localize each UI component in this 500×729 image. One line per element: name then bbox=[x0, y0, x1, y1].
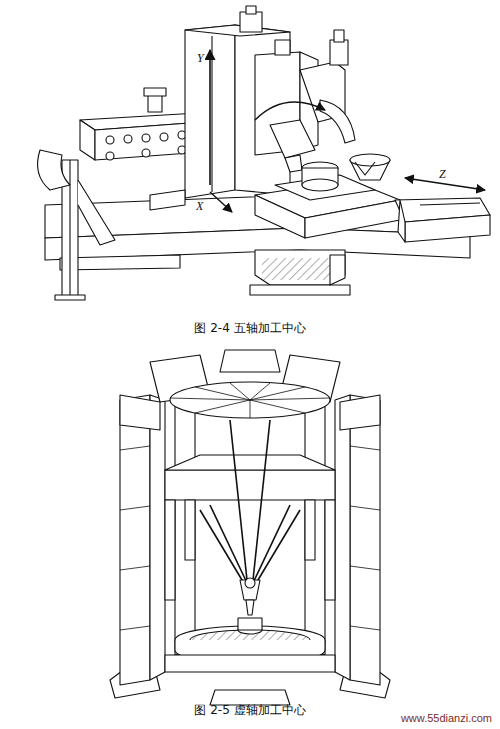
watermark: www.55dianzi.com bbox=[401, 712, 492, 725]
hexapod-center bbox=[110, 350, 390, 705]
figure-caption: 图 2-5 虚轴加工中心 bbox=[194, 704, 305, 718]
five-axis-center bbox=[38, 6, 490, 300]
axis-label: X bbox=[195, 200, 204, 214]
axis-label: Y bbox=[196, 52, 205, 66]
figure-caption: 图 2-4 五轴加工中心 bbox=[194, 322, 305, 336]
axis-label: Z bbox=[438, 168, 447, 182]
